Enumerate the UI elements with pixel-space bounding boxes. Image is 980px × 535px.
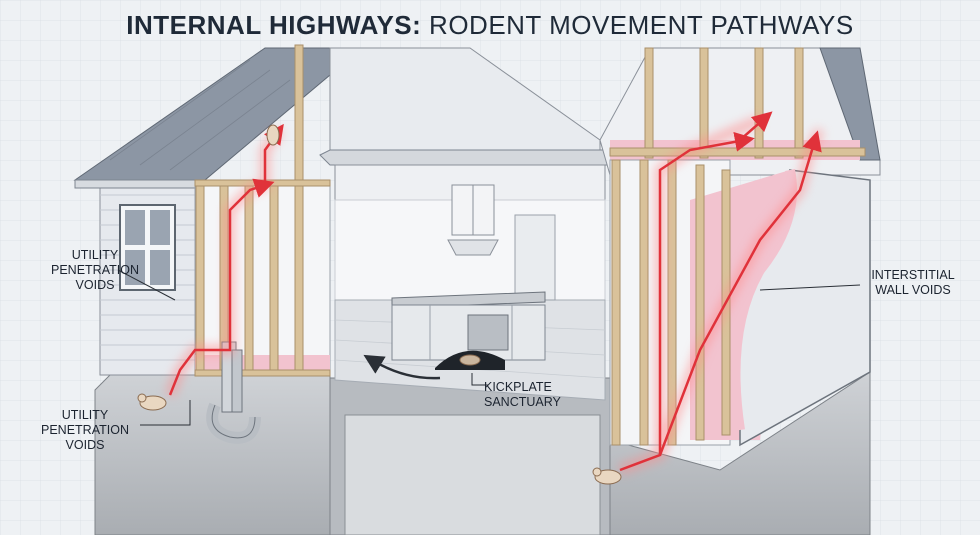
callout-line: WALL VOIDS <box>875 283 951 297</box>
callout-interstitial: INTERSTITIAL WALL VOIDS <box>858 268 968 298</box>
callout-line: PENETRATION <box>41 423 129 437</box>
rodent-left <box>139 395 167 411</box>
title-bold: INTERNAL HIGHWAYS: <box>126 10 422 40</box>
foundation <box>94 371 871 535</box>
callout-leaders <box>117 269 861 426</box>
callout-utility-upper: UTILITY PENETRATION VOIDS <box>40 248 150 293</box>
kitchen-island <box>391 291 546 361</box>
page-title: INTERNAL HIGHWAYS: RODENT MOVEMENT PATHW… <box>0 10 980 41</box>
right-framing <box>599 47 881 447</box>
callout-line: VOIDS <box>75 278 115 292</box>
rodent-attic <box>266 124 280 146</box>
rodent-right <box>594 469 622 485</box>
rodent-right-head <box>592 467 602 477</box>
callout-utility-lower: UTILITY PENETRATION VOIDS <box>30 408 140 453</box>
callout-line: KICKPLATE <box>484 380 552 394</box>
callout-kickplate: KICKPLATE SANCTUARY <box>484 380 584 410</box>
rodent-left-head <box>137 393 147 403</box>
rodent-pathways <box>165 111 825 475</box>
rodent-kickplate <box>459 354 481 366</box>
callout-line: VOIDS <box>65 438 105 452</box>
callout-line: UTILITY <box>71 248 119 262</box>
callout-line: SANCTUARY <box>484 395 561 409</box>
callout-line: INTERSTITIAL <box>871 268 955 282</box>
main-house <box>319 47 611 401</box>
title-regular: RODENT MOVEMENT PATHWAYS <box>421 10 854 40</box>
callout-line: PENETRATION <box>51 263 139 277</box>
rodent-figures <box>137 124 622 485</box>
left-wing <box>73 47 331 376</box>
callout-line: UTILITY <box>61 408 109 422</box>
left-framing <box>194 44 331 377</box>
